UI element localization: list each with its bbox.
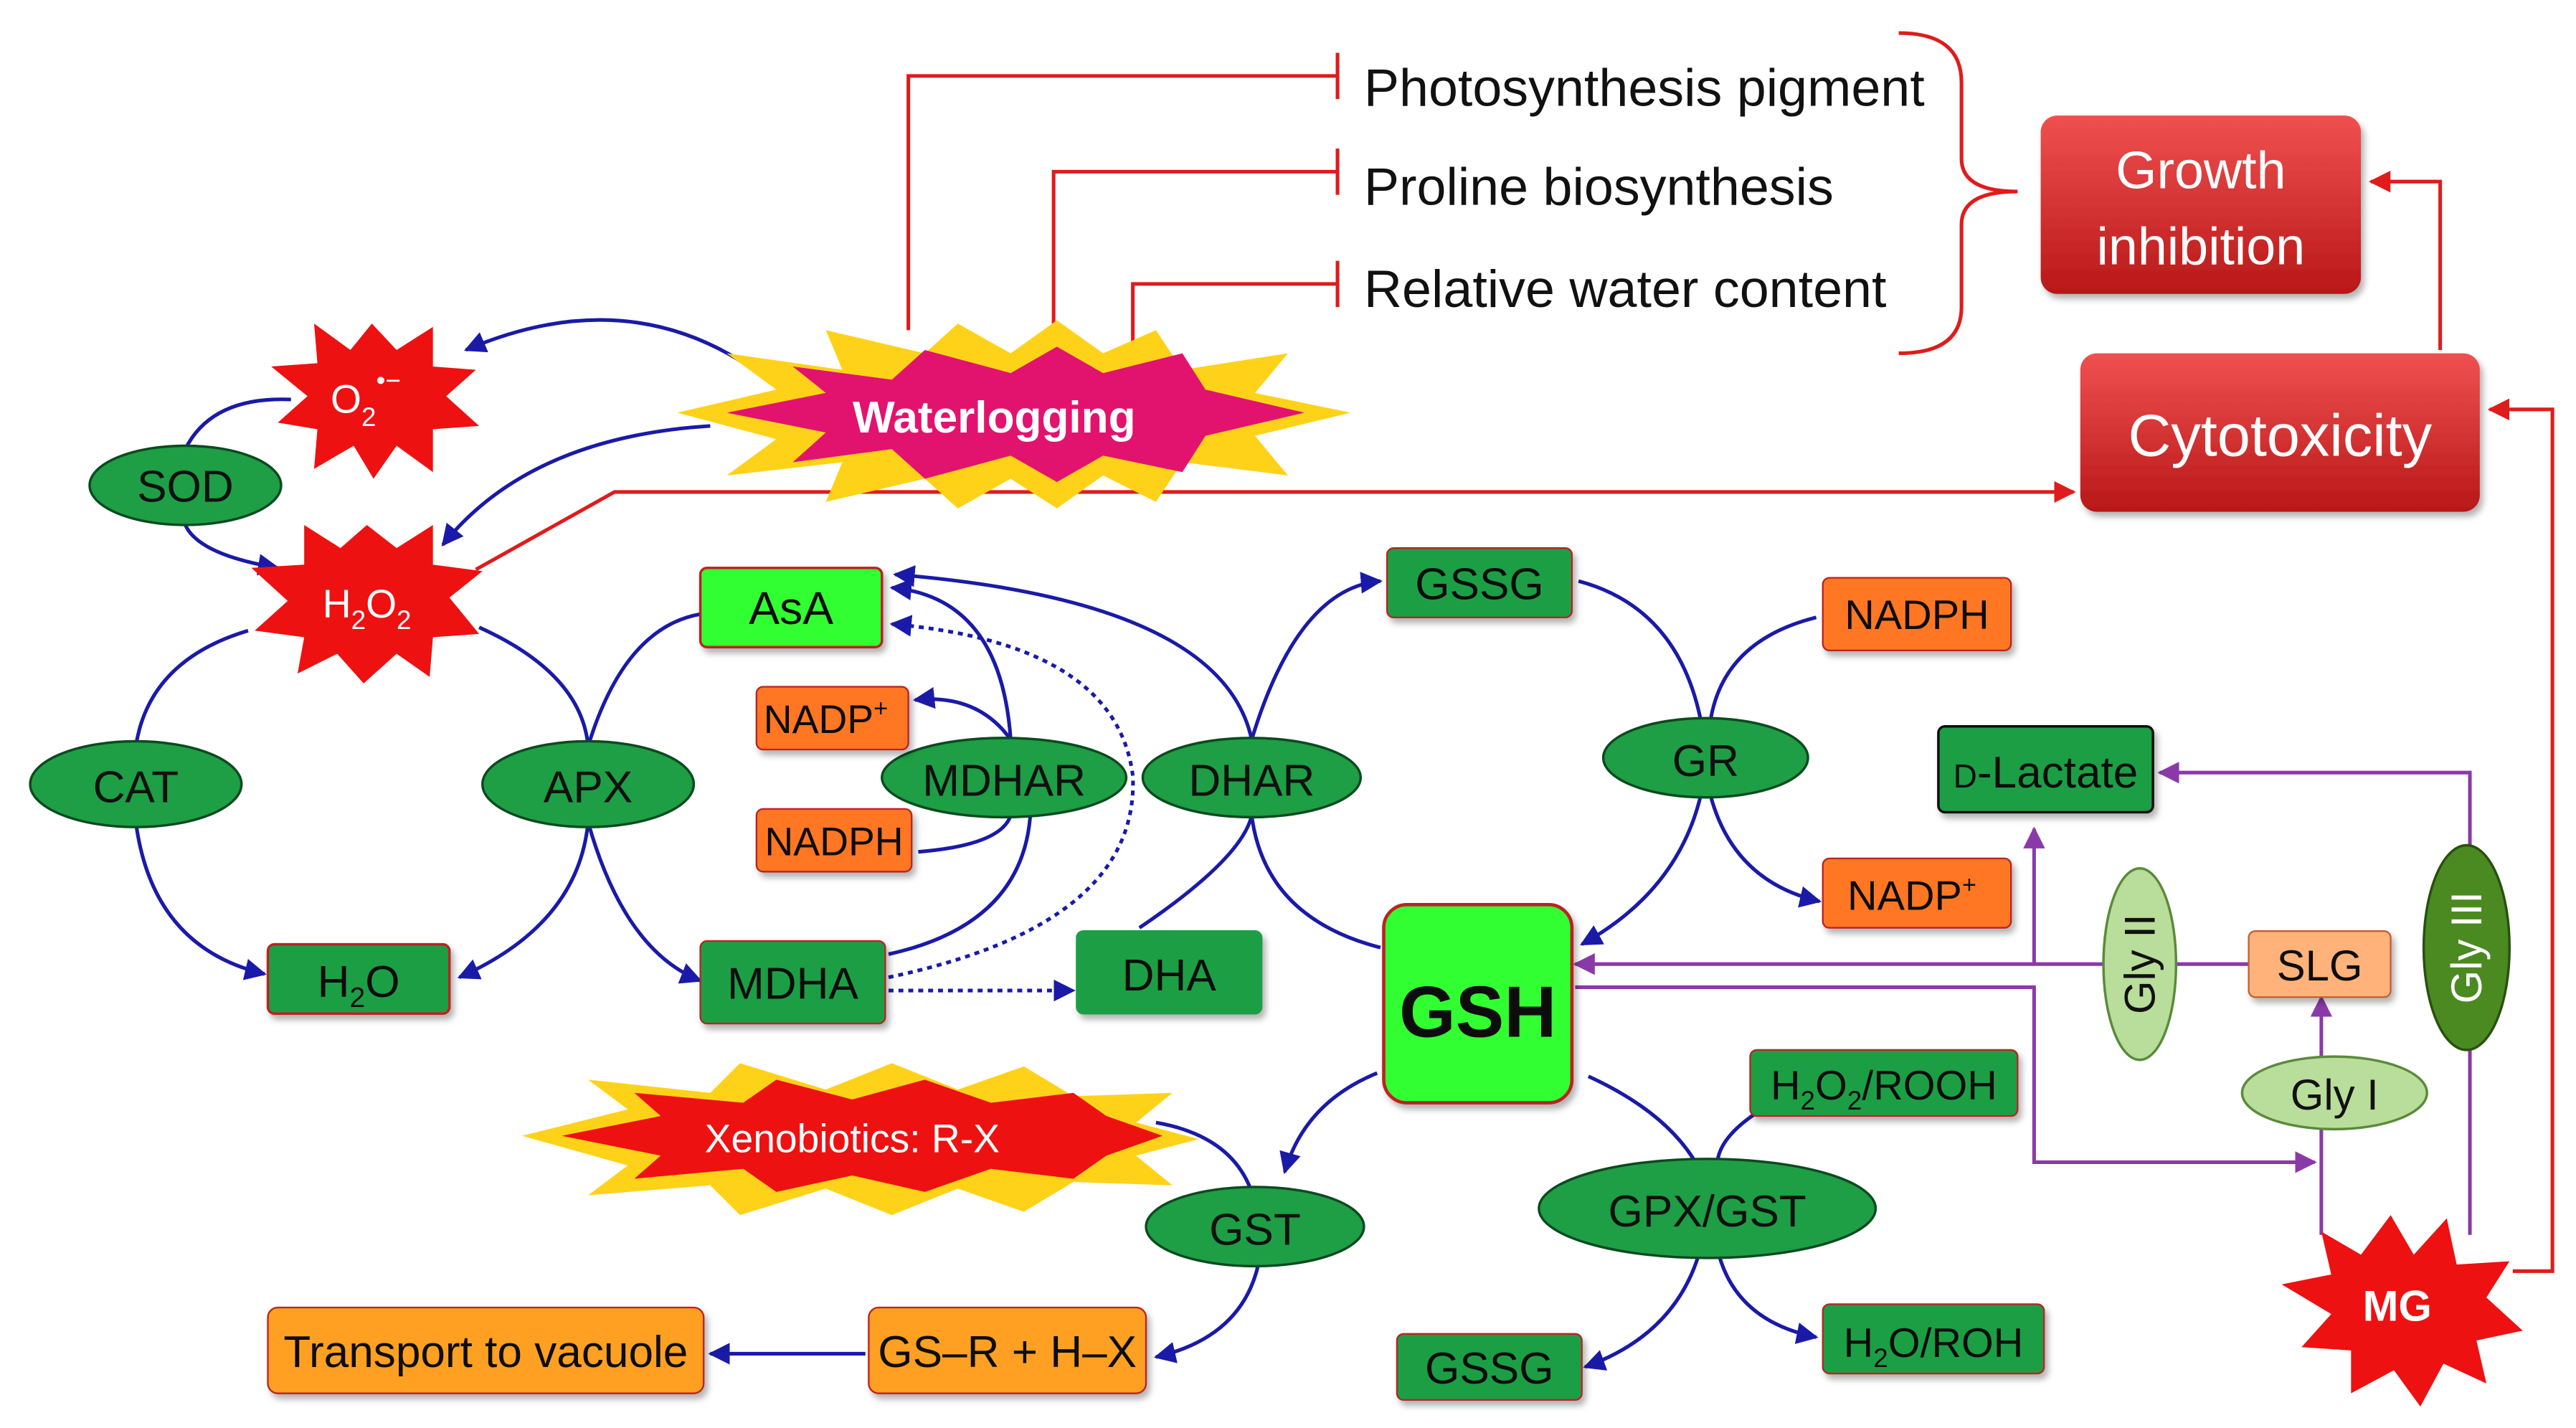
- svg-text:DHAR: DHAR: [1188, 756, 1315, 805]
- svg-text:Gly II: Gly II: [2116, 914, 2164, 1014]
- svg-text:GS–R + H–X: GS–R + H–X: [878, 1328, 1137, 1377]
- svg-text:D-Lactate: D-Lactate: [1954, 748, 2139, 798]
- enzyme-gly2: Gly II: [2102, 866, 2178, 1061]
- svg-text:GSH: GSH: [1399, 971, 1556, 1052]
- svg-text:GPX/GST: GPX/GST: [1609, 1187, 1806, 1237]
- svg-text:Gly I: Gly I: [2291, 1071, 2379, 1119]
- superoxide-label: O2•−: [331, 366, 401, 432]
- svg-text:H2O: H2O: [318, 957, 400, 1013]
- svg-text:CAT: CAT: [93, 763, 179, 813]
- svg-text:NADPH: NADPH: [764, 819, 903, 864]
- box-gsh: GSH: [1382, 903, 1574, 1105]
- box-nadp-plus-right: NADP+: [1822, 857, 2012, 929]
- growth-line1: Growth: [2116, 140, 2286, 199]
- svg-text:AsA: AsA: [749, 582, 833, 634]
- box-h2o: H2O: [266, 942, 451, 1015]
- box-gssg-top: GSSG: [1386, 547, 1573, 618]
- svg-text:GR: GR: [1672, 737, 1739, 786]
- box-slg: SLG: [2248, 930, 2392, 998]
- enzyme-cat: CAT: [29, 739, 243, 828]
- waterlogging-burst: Waterlogging: [677, 320, 1351, 509]
- enzyme-gr: GR: [1601, 717, 1809, 799]
- svg-text:Gly III: Gly III: [2443, 892, 2491, 1003]
- svg-text:NADP+: NADP+: [1847, 871, 1976, 919]
- svg-text:DHA: DHA: [1122, 951, 1217, 1001]
- svg-text:APX: APX: [544, 763, 633, 813]
- cytotoxicity-box: Cytotoxicity: [2080, 353, 2480, 512]
- enzyme-gly1: Gly I: [2240, 1055, 2428, 1131]
- box-nadph-right: NADPH: [1822, 577, 2012, 652]
- cytotoxicity-label: Cytotoxicity: [2128, 402, 2433, 468]
- box-gssg-bottom: GSSG: [1396, 1333, 1583, 1401]
- effect-photosynthesis: Photosynthesis pigment: [1364, 57, 1925, 117]
- box-vacuole: Transport to vacuole: [267, 1306, 705, 1394]
- h2o2-burst: H2O2: [251, 524, 483, 684]
- xenobiotics-burst: Xenobiotics: R-X: [521, 1063, 1199, 1216]
- box-peroxide: H2O2/ROOH: [1749, 1049, 2019, 1117]
- box-dha: DHA: [1076, 930, 1263, 1015]
- svg-text:NADPH: NADPH: [1845, 592, 1989, 638]
- svg-text:MDHAR: MDHAR: [922, 756, 1086, 805]
- enzyme-sod: SOD: [88, 444, 283, 526]
- enzyme-gly3: Gly III: [2422, 843, 2511, 1051]
- growth-inhibition-box: Growth inhibition: [2040, 115, 2362, 294]
- enzyme-apx: APX: [481, 739, 696, 828]
- enzyme-gst: GST: [1145, 1186, 1365, 1268]
- svg-text:SLG: SLG: [2277, 942, 2363, 990]
- svg-text:Transport to vacuole: Transport to vacuole: [283, 1328, 688, 1377]
- svg-text:GSSG: GSSG: [1415, 560, 1544, 610]
- svg-text:MDHA: MDHA: [727, 960, 858, 1009]
- box-water-alcohol: H2O/ROH: [1822, 1303, 2045, 1375]
- box-nadp-plus-left: NADP+: [755, 686, 909, 751]
- inhibition-lines: [906, 31, 2018, 356]
- enzyme-gpx-gst: GPX/GST: [1538, 1158, 1877, 1259]
- enzyme-dhar: DHAR: [1141, 737, 1363, 819]
- svg-text:SOD: SOD: [137, 463, 234, 512]
- svg-text:NADP+: NADP+: [764, 695, 889, 742]
- enzyme-mdhar: MDHAR: [881, 737, 1128, 819]
- svg-text:GSSG: GSSG: [1425, 1344, 1554, 1394]
- mg-burst: MG: [2281, 1215, 2523, 1407]
- box-gs-r: GS–R + H–X: [868, 1306, 1147, 1394]
- box-asa: AsA: [699, 567, 884, 649]
- dotted-arrows: [888, 615, 1135, 1002]
- svg-text:H2O2/ROOH: H2O2/ROOH: [1771, 1063, 1997, 1115]
- superoxide-burst: O2•−: [271, 323, 480, 479]
- growth-line2: inhibition: [2097, 216, 2306, 275]
- red-arrows: [475, 170, 2554, 1273]
- svg-text:GST: GST: [1209, 1206, 1301, 1255]
- waterlogging-label: Waterlogging: [853, 393, 1136, 443]
- box-d-lactate: D-Lactate: [1937, 725, 2154, 814]
- effect-water-content: Relative water content: [1364, 259, 1887, 318]
- svg-text:H2O/ROH: H2O/ROH: [1844, 1320, 2024, 1373]
- effect-proline: Proline biosynthesis: [1364, 156, 1834, 216]
- box-nadph-left: NADPH: [755, 808, 913, 873]
- mg-label: MG: [2363, 1282, 2432, 1330]
- box-mdha: MDHA: [699, 940, 886, 1025]
- xenobiotics-label: Xenobiotics: R-X: [705, 1117, 1000, 1161]
- h2o2-label: H2O2: [323, 582, 412, 635]
